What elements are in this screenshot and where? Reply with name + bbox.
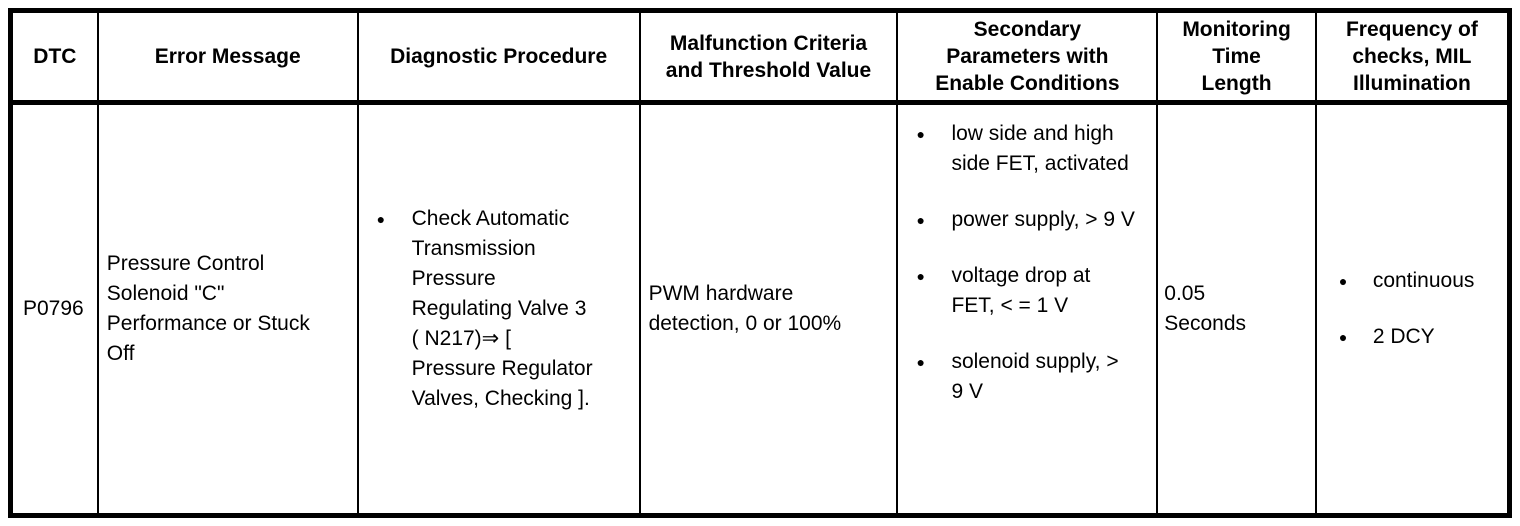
frequency-item-text: 2 DCY xyxy=(1372,325,1435,348)
cell-frequency: ● continuous ● 2 DCY xyxy=(1314,101,1511,517)
cell-monitoring-time: 0.05 Seconds xyxy=(1156,101,1317,517)
secondary-parameter-item-text: low side and high side FET, activated xyxy=(951,122,1129,175)
col-header-malfunction-criteria-label: Malfunction Criteria and Threshold Value xyxy=(665,31,872,82)
diagnostic-procedure-list: ● Check Automatic Transmission Pressure … xyxy=(360,204,638,414)
bullet-icon: ● xyxy=(1338,329,1348,345)
secondary-parameter-item-text: solenoid supply, > 9 V xyxy=(951,350,1119,403)
bullet-icon: ● xyxy=(1338,273,1348,289)
diagnostic-procedure-item: ● Check Automatic Transmission Pressure … xyxy=(360,204,638,414)
table-body: P0796 Pressure Control Solenoid "C" Perf… xyxy=(9,101,1511,517)
col-header-dtc-label: DTC xyxy=(33,45,77,68)
bullet-icon: ● xyxy=(916,212,925,228)
frequency-item: ● continuous xyxy=(1318,266,1507,296)
col-header-error-message: Error Message xyxy=(96,9,359,105)
col-header-monitoring-time: Monitoring Time Length xyxy=(1156,9,1317,105)
secondary-parameter-item: ● power supply, > 9 V xyxy=(899,205,1155,235)
col-header-diagnostic-procedure: Diagnostic Procedure xyxy=(356,9,641,105)
secondary-parameter-item: ● voltage drop at FET, < = 1 V xyxy=(899,261,1155,321)
bullet-icon: ● xyxy=(376,211,386,227)
secondary-parameter-item-text: voltage drop at FET, < = 1 V xyxy=(951,264,1091,317)
cell-dtc: P0796 xyxy=(9,101,99,517)
secondary-parameter-item: ● low side and high side FET, activated xyxy=(899,119,1155,179)
cell-secondary-parameters: ● low side and high side FET, activated … xyxy=(896,101,1159,517)
monitoring-time-text: 0.05 Seconds xyxy=(1164,282,1247,335)
cell-diagnostic-procedure: ● Check Automatic Transmission Pressure … xyxy=(356,101,641,517)
table-header: DTC Error Message Diagnostic Procedure M… xyxy=(9,9,1511,105)
col-header-secondary-parameters-label: Secondary Parameters with Enable Conditi… xyxy=(935,18,1120,95)
error-message-text: Pressure Control Solenoid "C" Performanc… xyxy=(106,252,310,365)
col-header-monitoring-time-label: Monitoring Time Length xyxy=(1182,18,1291,95)
col-header-frequency-label: Frequency of checks, MIL Illumination xyxy=(1345,18,1478,95)
diagnostic-procedure-item-text: Check Automatic Transmission Pressure Re… xyxy=(411,207,593,410)
cell-malfunction-criteria: PWM hardware detection, 0 or 100% xyxy=(638,101,899,517)
header-row: DTC Error Message Diagnostic Procedure M… xyxy=(9,9,1511,105)
frequency-item: ● 2 DCY xyxy=(1318,322,1507,352)
col-header-secondary-parameters: Secondary Parameters with Enable Conditi… xyxy=(896,9,1159,105)
dtc-table: DTC Error Message Diagnostic Procedure M… xyxy=(8,8,1512,518)
table-row: P0796 Pressure Control Solenoid "C" Perf… xyxy=(9,101,1511,517)
col-header-dtc: DTC xyxy=(9,9,99,105)
secondary-parameter-item-text: power supply, > 9 V xyxy=(951,208,1135,231)
col-header-malfunction-criteria: Malfunction Criteria and Threshold Value xyxy=(638,9,899,105)
col-header-frequency: Frequency of checks, MIL Illumination xyxy=(1314,9,1511,105)
col-header-diagnostic-procedure-label: Diagnostic Procedure xyxy=(390,45,608,68)
malfunction-criteria-text: PWM hardware detection, 0 or 100% xyxy=(648,282,842,335)
cell-error-message: Pressure Control Solenoid "C" Performanc… xyxy=(96,101,359,517)
frequency-list: ● continuous ● 2 DCY xyxy=(1318,266,1507,352)
bullet-icon: ● xyxy=(916,354,925,370)
dtc-code: P0796 xyxy=(23,297,84,320)
bullet-icon: ● xyxy=(916,268,925,284)
col-header-error-message-label: Error Message xyxy=(154,45,301,68)
frequency-item-text: continuous xyxy=(1372,269,1475,292)
secondary-parameters-list: ● low side and high side FET, activated … xyxy=(899,119,1155,407)
bullet-icon: ● xyxy=(916,126,925,142)
secondary-parameter-item: ● solenoid supply, > 9 V xyxy=(899,347,1155,407)
